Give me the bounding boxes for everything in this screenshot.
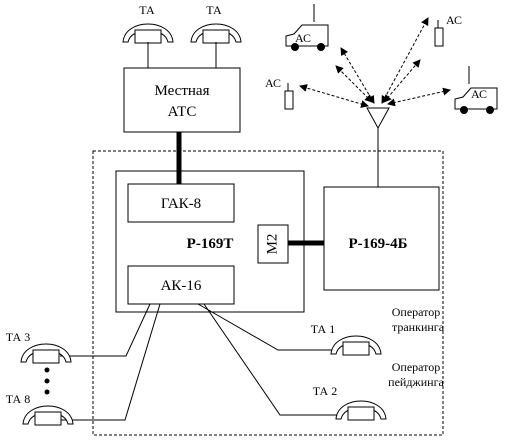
local-exchange-line1: Местная <box>155 83 210 99</box>
local-exchange-line2: АТС <box>168 104 197 120</box>
wire-ta8 <box>60 303 161 421</box>
r169t-label: Р-169Т <box>187 236 234 252</box>
paging-operator-line2: пейджинга <box>388 375 444 389</box>
ellipsis-dots <box>44 367 50 395</box>
radio-link-mid-left <box>335 65 373 103</box>
wire-ta3 <box>60 303 151 357</box>
phone-ta8: ТА 8 <box>6 392 74 426</box>
m2-box: М2 <box>257 224 289 264</box>
phone-ta2-label: ТА 2 <box>313 384 337 398</box>
car-station-right-label: АС <box>471 87 487 101</box>
car-station-top-label: АС <box>295 31 311 45</box>
phone-top-left-label: ТА <box>139 3 155 17</box>
car-station-right: АС <box>454 66 498 115</box>
gak8-label: ГАК-8 <box>161 196 201 212</box>
handheld-station-top: АС <box>434 13 462 47</box>
handheld-station-left: АС <box>265 76 294 110</box>
phone-ta1-label: ТА 1 <box>311 322 335 336</box>
phone-ta3: ТА 3 <box>6 330 72 364</box>
paging-operator-line1: Оператор <box>392 360 441 374</box>
gak8-box: ГАК-8 <box>127 183 235 223</box>
car-station-top: АС <box>285 4 329 52</box>
phone-top-right: ТА <box>190 3 242 44</box>
handheld-station-top-label: АС <box>446 13 462 27</box>
r1694b-box: Р-169-4Б <box>323 186 440 291</box>
radio-link-mid-right <box>383 59 421 103</box>
m2-label: М2 <box>264 234 280 255</box>
radio-link-handheld-left <box>299 84 369 108</box>
handheld-station-left-label: АС <box>265 76 281 90</box>
local-exchange: Местная АТС <box>123 67 241 133</box>
ak16-label: АК-16 <box>161 278 202 294</box>
trunking-operator-line2: транкинга <box>392 320 445 334</box>
antenna-icon <box>366 107 390 130</box>
ak16-box: АК-16 <box>127 265 235 305</box>
phone-ta1: ТА 1 <box>311 322 382 356</box>
radio-link-handheld-top <box>381 17 429 104</box>
radio-link-car-right <box>387 87 451 107</box>
phone-top-left: ТА <box>122 3 174 44</box>
wire-ta1 <box>197 303 335 351</box>
phone-ta3-label: ТА 3 <box>6 330 30 344</box>
ak16-wiring <box>60 303 340 421</box>
r1694b-label: Р-169-4Б <box>348 236 407 252</box>
radio-links <box>299 17 451 108</box>
wire-ta2 <box>203 303 340 416</box>
equipment-boundary <box>92 150 444 436</box>
phone-ta2: ТА 2 <box>313 384 387 421</box>
phone-top-right-label: ТА <box>206 3 222 17</box>
phone-ta8-label: ТА 8 <box>6 392 30 406</box>
trunking-operator-line1: Оператор <box>392 305 441 319</box>
